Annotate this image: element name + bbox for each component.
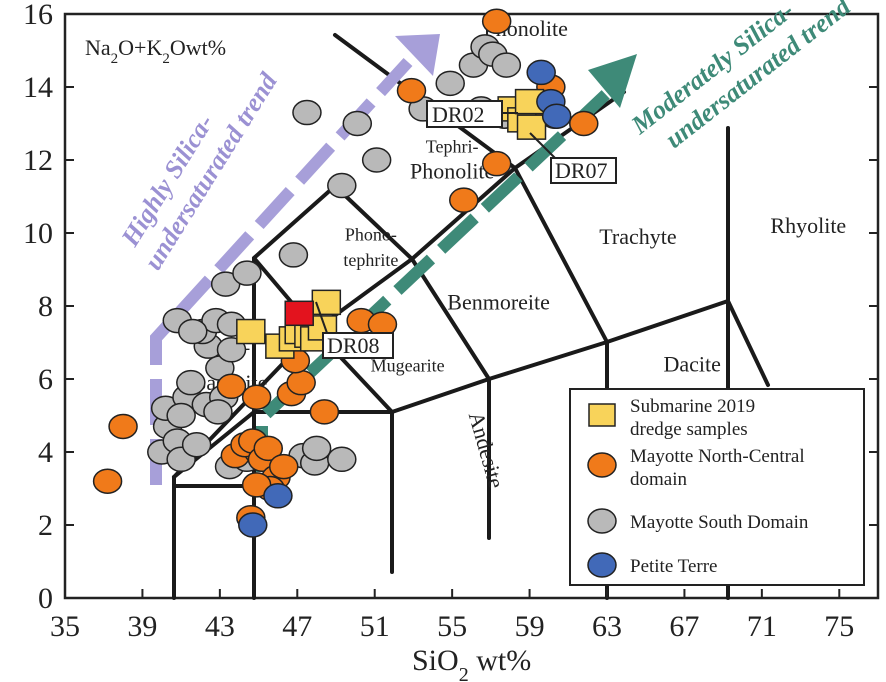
- highly-silica-trend-arrow: [150, 34, 440, 485]
- legend-label: dredge samples: [630, 419, 748, 440]
- data-point: [361, 147, 392, 173]
- x-tick-label: 67: [669, 610, 699, 643]
- data-point: [284, 300, 314, 327]
- data-point: [491, 52, 522, 78]
- field-label: Tephri-: [426, 137, 479, 157]
- data-point: [263, 483, 293, 509]
- data-point: [268, 453, 299, 480]
- data-point: [526, 59, 556, 86]
- legend-label: Mayotte North-Central: [630, 446, 805, 467]
- field-label: Phono-: [345, 224, 397, 244]
- legend-box: [569, 388, 865, 586]
- x-tick-label: 39: [127, 610, 157, 643]
- data-point: [286, 369, 316, 396]
- x-tick-label: 51: [360, 610, 390, 643]
- data-point: [181, 431, 212, 458]
- x-tick-label: 35: [50, 610, 80, 643]
- field-label: tephrite: [343, 250, 398, 270]
- dr08-label: DR08: [327, 333, 380, 358]
- dr02-label: DR02: [432, 102, 485, 127]
- legend-label: Submarine 2019: [630, 396, 755, 417]
- data-point: [238, 512, 268, 538]
- field-label: Phonolite: [410, 158, 494, 183]
- field-label: Mugearite: [371, 356, 445, 376]
- dr07-label: DR07: [555, 158, 608, 183]
- data-point: [309, 399, 340, 425]
- data-point: [166, 402, 196, 429]
- x-tick-label: 63: [592, 610, 622, 643]
- data-point: [481, 8, 512, 35]
- y-tick-label: 8: [38, 290, 53, 323]
- data-point: [569, 110, 599, 137]
- data-point: [327, 446, 357, 473]
- field-label: Rhyolite: [770, 213, 846, 238]
- data-point: [278, 242, 309, 268]
- x-tick-label: 75: [824, 610, 854, 643]
- legend-marker: [588, 403, 616, 427]
- x-tick-label: 55: [437, 610, 467, 643]
- x-tick-label: 43: [205, 610, 235, 643]
- petite-terre-series: [238, 59, 572, 538]
- x-axis-label: SiO2 wt%: [412, 644, 531, 682]
- legend-label: domain: [630, 469, 687, 490]
- data-point: [92, 468, 123, 494]
- data-point: [232, 260, 262, 286]
- data-point: [449, 187, 479, 213]
- y-tick-label: 4: [38, 436, 53, 469]
- y-tick-label: 2: [38, 509, 53, 542]
- x-tick-label: 47: [282, 610, 312, 643]
- highly-silica-trend-label: Highly Silica- undersaturated trend: [115, 67, 283, 275]
- data-point: [541, 103, 572, 129]
- sample-label-dr08: DR08: [315, 301, 394, 359]
- sample-label-dr02: DR02: [426, 100, 518, 128]
- y-tick-label: 16: [23, 0, 53, 31]
- field-label: Dacite: [663, 352, 720, 377]
- y-tick-label: 14: [23, 71, 53, 104]
- highlighted-sample-series: [284, 300, 314, 327]
- y-tick-label: 6: [38, 363, 53, 396]
- data-point: [253, 435, 283, 462]
- data-point: [301, 435, 332, 462]
- y-tick-label: 10: [23, 217, 53, 250]
- legend-marker: [587, 452, 617, 478]
- data-point: [236, 318, 266, 345]
- axis-ticks: 35 39 43 47 51 55 59 63 67 71 75 0 2 4 6 8 10 12 14 16: [23, 0, 878, 643]
- data-point: [216, 373, 247, 400]
- data-point: [396, 77, 427, 104]
- data-point: [342, 110, 373, 137]
- sample-label-dr07: DR07: [529, 132, 617, 184]
- data-points: [92, 8, 599, 538]
- data-point: [241, 384, 272, 410]
- data-point: [327, 172, 357, 199]
- field-label: Benmoreite: [447, 290, 550, 315]
- data-point: [176, 369, 206, 396]
- data-point: [203, 399, 233, 425]
- legend-marker: [587, 508, 617, 534]
- data-point: [178, 318, 208, 345]
- data-point: [108, 413, 138, 440]
- moderately-silica-trend-label: Moderately Silica- undersaturated trend: [625, 0, 856, 154]
- y-tick-label: 12: [23, 144, 53, 177]
- data-point: [292, 99, 322, 126]
- data-point: [481, 150, 512, 177]
- y-tick-label: 0: [38, 582, 53, 615]
- data-point: [435, 70, 465, 97]
- x-tick-label: 71: [747, 610, 777, 643]
- legend-marker: [587, 552, 617, 578]
- x-tick-label: 59: [515, 610, 545, 643]
- legend-label: Mayotte South Domain: [630, 512, 809, 533]
- field-label: Andesite: [464, 409, 510, 491]
- field-label: Trachyte: [599, 224, 676, 249]
- y-axis-label: Na2O+K2Owt%: [85, 35, 226, 67]
- legend-label: Petite Terre: [630, 556, 717, 577]
